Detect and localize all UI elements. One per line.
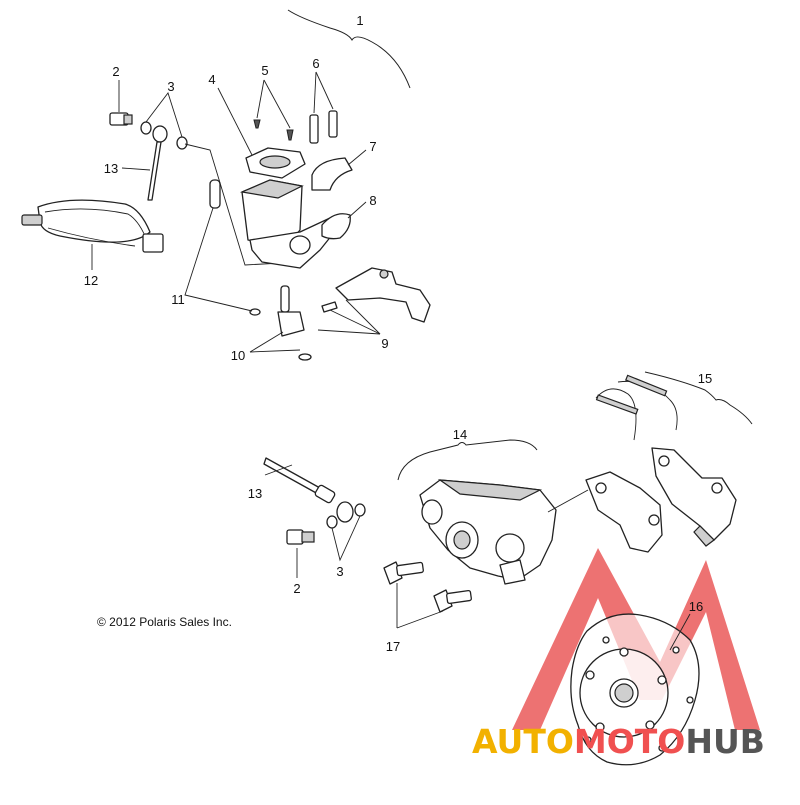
- callout-12: 12: [84, 273, 98, 288]
- callout-5: 5: [261, 63, 268, 78]
- cover-screws-part: [253, 79, 294, 141]
- crush-washers-part: [140, 92, 188, 150]
- callout-3-lower: 3: [336, 564, 343, 579]
- watermark-auto: AUTO: [472, 722, 574, 761]
- callout-labels: 1 2 3 4 5 6 7 8 9 10 11 12 13 13 2 3 14 …: [84, 13, 712, 654]
- handlebar-clamp-part: [311, 149, 367, 191]
- callout-7: 7: [369, 139, 376, 154]
- caliper-assembly: [263, 371, 753, 629]
- watermark-hub: HUB: [685, 722, 765, 761]
- callout-1: 1: [356, 13, 363, 28]
- pivot-pin-part: [184, 179, 261, 316]
- lever-pivot-part: [249, 285, 312, 361]
- lever-bracket-part: [321, 201, 367, 240]
- brake-lever-part: [317, 267, 431, 335]
- clamp-bolts-part: [309, 71, 338, 144]
- watermark-text: AUTOMOTOHUB: [472, 722, 765, 761]
- banjo-bolt-lower-part: [286, 529, 315, 578]
- callout-2-upper: 2: [112, 64, 119, 79]
- banjo-bolt-part: [109, 80, 133, 126]
- brake-pads-part: [585, 447, 737, 553]
- callout-4: 4: [208, 72, 215, 87]
- callout-11: 11: [171, 292, 185, 307]
- brake-hose-upper-part: [121, 125, 301, 266]
- reservoir-cover-part: [217, 87, 306, 179]
- callout-2-lower: 2: [293, 581, 300, 596]
- callout-16: 16: [689, 599, 703, 614]
- pad-springs-part: [595, 374, 678, 441]
- callout-9: 9: [381, 336, 388, 351]
- callout-14: 14: [453, 427, 467, 442]
- brake-rotor-part: [570, 613, 700, 766]
- callout-15: 15: [698, 371, 712, 386]
- caliper-bolts-part: [383, 561, 472, 629]
- callout-17: 17: [386, 639, 400, 654]
- callout-3-upper: 3: [167, 79, 174, 94]
- brake-hose-lower-part: [263, 457, 354, 523]
- callout-6: 6: [312, 56, 319, 71]
- copyright-notice: © 2012 Polaris Sales Inc.: [97, 615, 232, 629]
- master-cylinder-body-part: [239, 179, 341, 269]
- callout-8: 8: [369, 193, 376, 208]
- master-cylinder-assembly: [21, 9, 431, 361]
- callout-13-upper: 13: [104, 161, 118, 176]
- brace-15: [644, 371, 753, 425]
- brace-14: [397, 439, 538, 481]
- brace-1: [287, 9, 411, 89]
- callout-13-lower: 13: [248, 486, 262, 501]
- crush-washers-lower-part: [326, 503, 366, 562]
- watermark-moto: MOTO: [574, 722, 685, 761]
- callout-10: 10: [231, 348, 245, 363]
- brake-switch-harness-part: [21, 199, 164, 270]
- caliper-body-part: [419, 479, 589, 585]
- svg-text:AUTOMOTOHUB: AUTOMOTOHUB: [472, 722, 765, 761]
